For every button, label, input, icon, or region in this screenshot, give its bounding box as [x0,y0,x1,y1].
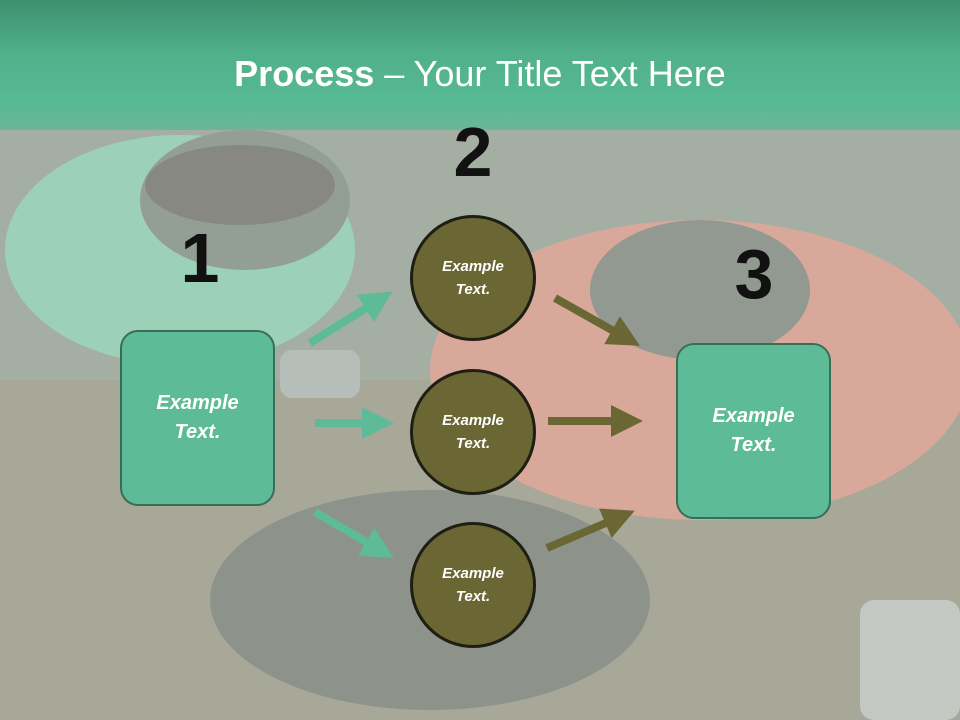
slide-title: Process – Your Title Text Here [0,52,960,96]
circle-top-line1: Example [442,258,504,275]
right-box-line2: Text. [730,434,777,456]
photo-red-lid-center [590,220,810,360]
circle-bottom-line2: Text. [455,588,491,605]
circle-bottom-line1: Example [442,565,504,582]
left-box-line1: Example [156,392,239,414]
arrow-left-to-bottom [312,508,394,559]
right-box-line1: Example [712,405,795,427]
header-band [0,0,960,130]
circle-top: Example Text. [410,215,536,341]
title-bold: Process [234,53,375,94]
circle-top-line2: Text. [455,281,491,298]
step-number-3: 3 [734,235,774,313]
circle-middle: Example Text. [410,369,536,495]
step-number-2: 2 [453,113,493,191]
circle-middle-line2: Text. [455,435,491,452]
circle-middle-line1: Example [442,412,504,429]
step-number-1: 1 [180,219,220,297]
photo-pipe [280,350,360,398]
photo-green-cap [145,145,335,225]
title-rest: – Your Title Text Here [374,53,726,94]
arrow-top-to-right [553,294,640,346]
right-box: Example Text. [676,343,831,519]
arrow-left-to-top [307,291,393,347]
arrow-bottom-to-right [545,508,635,552]
left-box: Example Text. [120,330,275,506]
photo-corner-box [860,600,960,720]
circle-bottom: Example Text. [410,522,536,648]
left-box-line2: Text. [174,421,221,443]
